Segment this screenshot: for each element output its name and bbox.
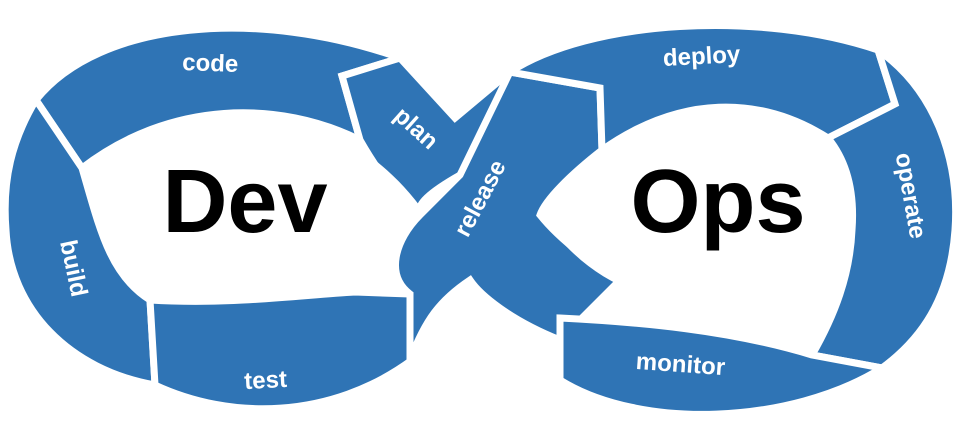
- segment-build: [1, 93, 159, 390]
- stage-label-deploy: deploy: [662, 41, 741, 72]
- ops-word: Ops: [630, 152, 805, 252]
- stage-label-code: code: [182, 49, 239, 78]
- right-inner-lobe: [540, 118, 840, 305]
- stage-label-test: test: [244, 366, 288, 395]
- stage-label-monitor: monitor: [635, 348, 726, 381]
- segment-monitor: [556, 314, 892, 418]
- segment-operate: [806, 41, 960, 372]
- left-inner-lobe: [112, 118, 425, 300]
- dev-word: Dev: [162, 152, 327, 252]
